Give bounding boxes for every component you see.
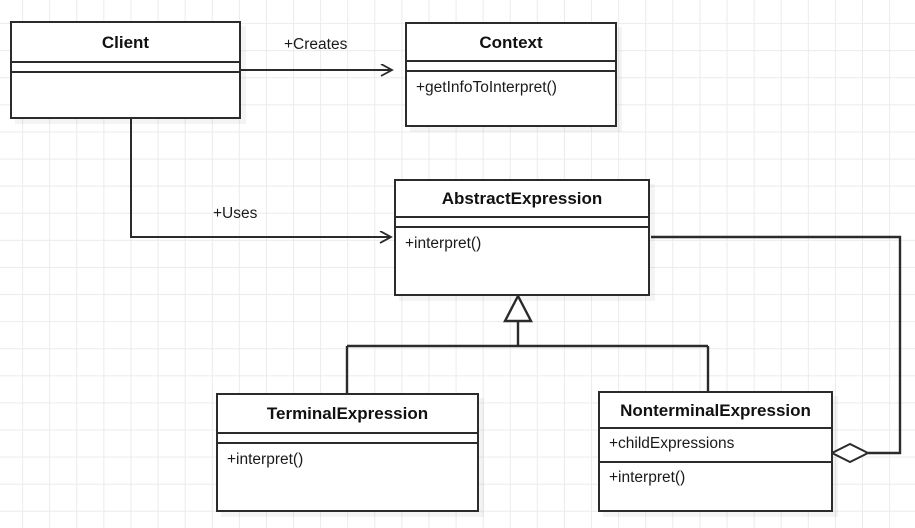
class-attributes-context <box>407 62 615 72</box>
operation-item: +interpret() <box>227 451 304 468</box>
class-box-context[interactable]: Context +getInfoToInterpret() <box>405 22 617 127</box>
edge-client-uses-abstractexpression <box>130 119 391 237</box>
class-name-abstract-expression: AbstractExpression <box>396 181 648 218</box>
operation-item: +getInfoToInterpret() <box>416 79 557 96</box>
class-operations-terminal-expression: +interpret() <box>218 444 477 510</box>
class-name-terminal-expression: TerminalExpression <box>218 395 477 434</box>
operation-item: +interpret() <box>405 235 482 252</box>
class-operations-abstract-expression: +interpret() <box>396 228 648 294</box>
class-name-client: Client <box>12 23 239 63</box>
class-attributes-nonterminal-expression: +childExpressions <box>600 429 831 463</box>
class-box-nonterminal-expression[interactable]: NonterminalExpression +childExpressions … <box>598 391 833 512</box>
class-operations-client <box>12 73 239 117</box>
class-name-context: Context <box>407 24 615 62</box>
attribute-item: +childExpressions <box>609 435 735 452</box>
class-attributes-terminal-expression <box>218 434 477 444</box>
edge-generalization-fork <box>345 293 710 394</box>
class-operations-context: +getInfoToInterpret() <box>407 72 615 125</box>
class-attributes-abstract-expression <box>396 218 648 228</box>
class-operations-nonterminal-expression: +interpret() <box>600 463 831 510</box>
edge-label-uses: +Uses <box>213 205 258 222</box>
operation-item: +interpret() <box>609 469 686 486</box>
class-name-nonterminal-expression: NonterminalExpression <box>600 393 831 429</box>
edge-label-creates: +Creates <box>284 36 348 53</box>
class-box-client[interactable]: Client <box>10 21 241 119</box>
class-box-abstract-expression[interactable]: AbstractExpression +interpret() <box>394 179 650 296</box>
class-attributes-client <box>12 63 239 73</box>
class-box-terminal-expression[interactable]: TerminalExpression +interpret() <box>216 393 479 512</box>
